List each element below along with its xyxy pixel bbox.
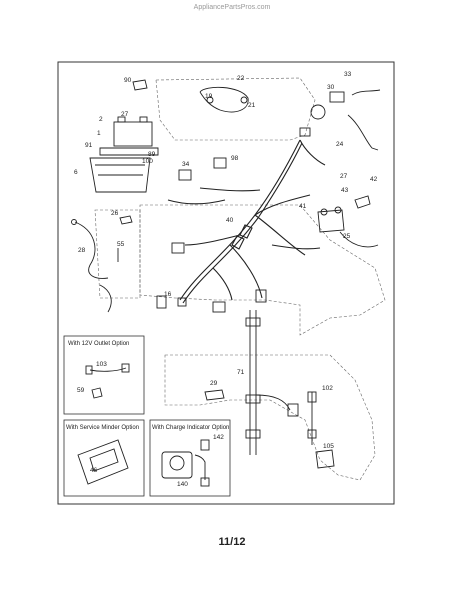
- inset-charge-indicator: [149, 419, 231, 497]
- label-1: 1: [97, 130, 101, 137]
- label-100: 100: [142, 158, 153, 165]
- label-43: 43: [341, 187, 349, 194]
- relay: [329, 91, 345, 103]
- label-34: 34: [182, 161, 190, 168]
- label-103: 103: [96, 361, 107, 368]
- seat-switch: [132, 79, 148, 91]
- label-71: 71: [237, 369, 245, 376]
- label-25: 25: [343, 233, 351, 240]
- label-40: 40: [226, 217, 234, 224]
- main-harness: [167, 139, 326, 304]
- ignition-switch: [310, 104, 326, 120]
- solenoid: [317, 209, 345, 233]
- label-21: 21: [248, 102, 256, 109]
- components: [71, 79, 381, 469]
- label-27-top: 27: [121, 111, 129, 118]
- page-number: 11/12: [218, 536, 246, 548]
- watermark: AppliancePartsPros.com: [193, 4, 271, 11]
- label-2: 2: [99, 116, 103, 123]
- switch-16: [156, 295, 167, 309]
- service-minder-module: [77, 439, 129, 485]
- label-26: 26: [111, 210, 119, 217]
- label-41: 41: [299, 203, 307, 210]
- charge-indicator-gauge: [161, 451, 193, 479]
- label-55: 55: [117, 241, 125, 248]
- inset-boxes: [63, 335, 231, 497]
- label-16: 16: [164, 291, 172, 298]
- diagram-frame: [57, 61, 395, 505]
- cable-28: [74, 221, 109, 279]
- label-140: 140: [177, 481, 188, 488]
- inset-contents: [77, 363, 210, 487]
- label-89: 89: [148, 151, 156, 158]
- label-46: 46: [90, 467, 98, 474]
- inset-12v-outlet: [63, 335, 145, 415]
- label-29: 29: [210, 380, 218, 387]
- label-59: 59: [77, 387, 85, 394]
- label-33: 33: [344, 71, 352, 78]
- starter-cable: [339, 231, 379, 248]
- label-6: 6: [74, 169, 78, 176]
- label-105: 105: [323, 443, 334, 450]
- connector-29: [204, 389, 225, 401]
- label-28: 28: [78, 247, 86, 254]
- plug-105: [315, 449, 335, 469]
- label-22: 22: [237, 75, 245, 82]
- label-90: 90: [124, 77, 132, 84]
- inset-service-minder-title: With Service Minder Option: [66, 425, 139, 431]
- inset-12v-outlet-title: With 12V Outlet Option: [68, 341, 129, 347]
- hold-down: [99, 147, 159, 156]
- label-30: 30: [327, 84, 335, 91]
- ground-wire: [347, 114, 379, 151]
- harness-71: [249, 310, 257, 455]
- battery: [113, 121, 153, 147]
- inset-charge-indicator-title: With Charge Indicator Option: [152, 425, 229, 431]
- battery-tray: [89, 157, 151, 193]
- inset-service-minder: [63, 419, 145, 497]
- label-142: 142: [213, 434, 224, 441]
- label-27-right: 27: [340, 173, 348, 180]
- label-19: 19: [205, 93, 213, 100]
- label-91: 91: [85, 142, 93, 149]
- label-24: 24: [336, 141, 344, 148]
- label-42: 42: [370, 176, 378, 183]
- label-98: 98: [231, 155, 239, 162]
- label-102: 102: [322, 385, 333, 392]
